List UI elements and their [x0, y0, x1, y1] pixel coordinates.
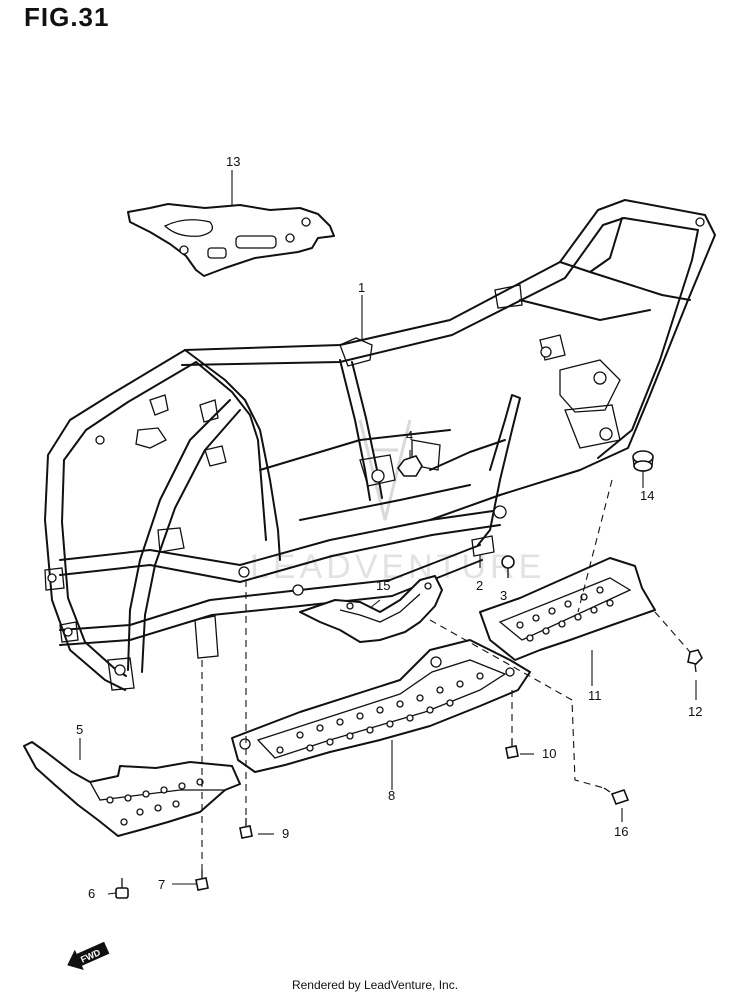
callout-12: 12	[688, 704, 702, 719]
part-2-bracket	[471, 535, 495, 557]
watermark-logo: LEADVENTURE	[250, 419, 545, 586]
callout-6: 6	[88, 886, 95, 901]
rear-plate-holes	[516, 586, 614, 642]
part-1-frame	[44, 199, 716, 691]
part-6-bolt	[115, 878, 129, 899]
callout-2: 2	[476, 578, 483, 593]
callout-13: 13	[226, 154, 240, 169]
fwd-label: FWD	[79, 947, 102, 965]
callout-10: 10	[542, 746, 556, 761]
callout-5: 5	[76, 722, 83, 737]
part-4-nut	[397, 455, 423, 477]
callout-11: 11	[588, 688, 602, 703]
callout-labels: 13 1 4 2 3 14 15 11 12 8 5 10 9 16 7 6	[76, 154, 702, 901]
part-16-bolt	[603, 787, 630, 805]
leader-lines	[79, 170, 697, 895]
figure-title: FIG.31	[24, 2, 110, 32]
callout-8: 8	[388, 788, 395, 803]
callout-3: 3	[500, 588, 507, 603]
front-plate-holes	[106, 778, 204, 826]
part-5-front-skid-plate	[23, 741, 241, 837]
callout-7: 7	[158, 877, 165, 892]
callout-9: 9	[282, 826, 289, 841]
callout-4: 4	[406, 428, 413, 443]
part-10-bolt	[505, 738, 519, 759]
callout-1: 1	[358, 280, 365, 295]
part-7-bolt	[195, 870, 209, 891]
part-8-center-skid-plate	[231, 639, 531, 773]
part-9-bolt	[239, 818, 253, 839]
part-12-bolt	[687, 649, 703, 673]
watermark-text: LEADVENTURE	[250, 548, 545, 586]
part-13-top-cover-plate	[127, 203, 335, 277]
part-11-rear-skid-plate	[479, 557, 656, 661]
forward-direction-arrow-icon: FWD	[67, 941, 110, 970]
part-14-bushing	[632, 450, 654, 472]
callout-16: 16	[614, 824, 628, 839]
callout-14: 14	[640, 488, 654, 503]
part-15-exhaust-heat-guard	[299, 575, 443, 643]
callout-15: 15	[376, 578, 390, 593]
center-plate-holes	[239, 656, 515, 754]
part-3-bolt	[501, 555, 515, 578]
footer-credit: Rendered by LeadVenture, Inc.	[291, 978, 459, 992]
